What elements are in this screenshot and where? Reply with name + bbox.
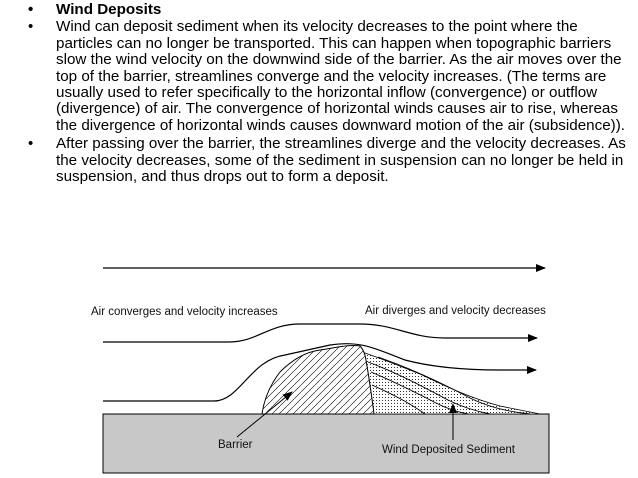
bullet-dot: • — [28, 1, 34, 18]
sediment-layer-line — [367, 361, 491, 415]
barrier-label: Barrier — [218, 439, 253, 451]
bullet-text: Wind can deposit sediment when its veloc… — [56, 18, 625, 134]
sediment-layer-line — [371, 384, 426, 415]
barrier-pointer-arrow — [236, 391, 293, 438]
sediment-label: Wind Deposited Sediment — [382, 444, 516, 456]
bullet-list: • Wind Deposits • Wind can deposit sedim… — [28, 1, 628, 187]
diverge-label: Air diverges and velocity decreases — [365, 305, 546, 317]
converge-label: Air converges and velocity increases — [91, 306, 278, 318]
bullet-item-deposit-explanation: • Wind can deposit sediment when its vel… — [28, 18, 628, 134]
sediment-layer-line — [370, 371, 469, 415]
bullet-dot: • — [28, 135, 34, 153]
sediment-layer-line — [377, 356, 531, 415]
middle-streamline — [103, 323, 538, 343]
sediment-deposit — [361, 351, 541, 415]
lower-streamline — [103, 343, 537, 402]
bullet-item-heading: • Wind Deposits — [28, 1, 628, 18]
bullet-dot: • — [28, 18, 34, 36]
bullet-item-diverge-explanation: • After passing over the barrier, the st… — [28, 135, 628, 186]
bullet-text: After passing over the barrier, the stre… — [56, 135, 626, 186]
heading-text: Wind Deposits — [56, 1, 162, 18]
ground-block — [102, 413, 550, 474]
